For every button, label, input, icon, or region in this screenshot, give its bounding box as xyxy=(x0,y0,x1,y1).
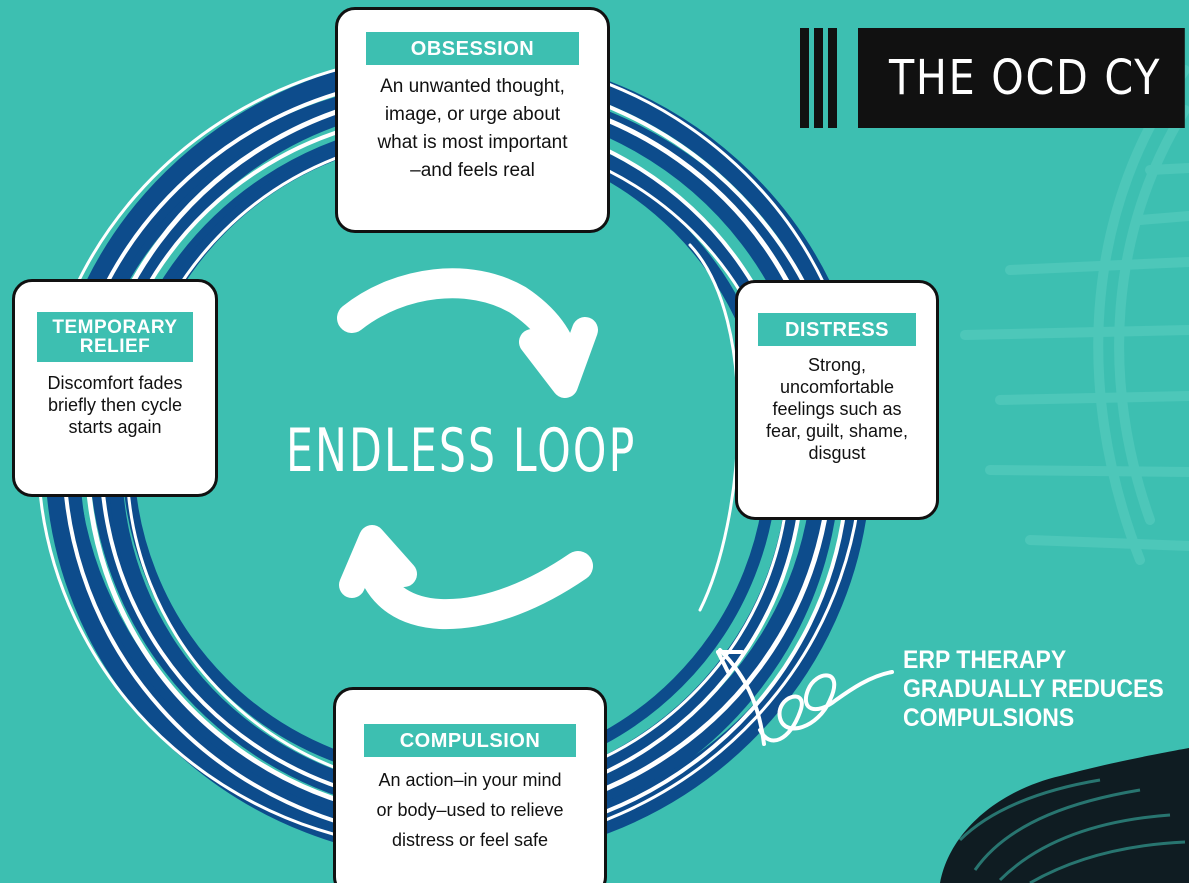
erp-curl-arrow-icon xyxy=(716,648,894,746)
card-relief-text: Discomfort fades briefly then cycle star… xyxy=(15,372,215,438)
card-line: starts again xyxy=(68,417,162,437)
card-obsession-label: OBSESSION xyxy=(366,32,579,65)
texture-blob xyxy=(940,748,1189,883)
card-line: briefly then cycle xyxy=(47,395,183,415)
card-compulsion-label: COMPULSION xyxy=(364,724,576,757)
background-texture xyxy=(960,65,1189,565)
banner-stripe xyxy=(800,28,809,128)
card-line: distress or feel safe xyxy=(391,830,549,850)
card-temporary-relief: TEMPORARY RELIEF Discomfort fades briefl… xyxy=(12,279,218,497)
card-obsession-text: An unwanted thought, image, or urge abou… xyxy=(338,73,607,185)
bottom-arrow-icon xyxy=(357,551,593,630)
title-banner: THE OCD CY xyxy=(800,28,1189,128)
card-compulsion: COMPULSION An action–in your mind or bod… xyxy=(333,687,607,883)
card-line: image, or urge about xyxy=(384,104,561,125)
center-label: ENDLESS LOOP xyxy=(286,416,637,486)
card-line: –and feels real xyxy=(410,160,535,181)
card-line: Strong, xyxy=(807,355,867,375)
bottom-arrow-head-icon xyxy=(339,525,417,598)
card-distress: DISTRESS Strong, uncomfortable feelings … xyxy=(735,280,939,520)
card-line: An action–in your mind xyxy=(378,770,562,790)
card-relief-label: TEMPORARY RELIEF xyxy=(37,312,193,362)
card-line: feelings such as xyxy=(772,399,902,419)
card-distress-label: DISTRESS xyxy=(758,313,916,346)
card-line: disgust xyxy=(808,443,866,463)
erp-note-line: ERP THERAPY xyxy=(903,646,1067,674)
top-arrow-head-icon xyxy=(519,317,598,398)
erp-note-line: COMPULSIONS xyxy=(903,704,1075,732)
card-relief-label-line: TEMPORARY xyxy=(52,317,178,338)
card-compulsion-text: An action–in your mind or body–used to r… xyxy=(336,765,604,855)
card-line: uncomfortable xyxy=(779,377,895,397)
card-line: Discomfort fades xyxy=(47,373,183,393)
cycle-arrows xyxy=(337,268,598,630)
card-line: what is most important xyxy=(377,132,568,153)
card-obsession: OBSESSION An unwanted thought, image, or… xyxy=(335,7,610,233)
top-arrow-icon xyxy=(337,268,580,377)
banner-stripe xyxy=(828,28,837,128)
card-line: or body–used to relieve xyxy=(376,800,564,820)
banner-stripe xyxy=(814,28,823,128)
page-title: THE OCD CY xyxy=(858,28,1185,128)
erp-note-line: GRADUALLY REDUCES xyxy=(903,675,1164,703)
card-line: fear, guilt, shame, xyxy=(765,421,909,441)
erp-therapy-note: ERP THERAPY GRADUALLY REDUCES COMPULSION… xyxy=(903,646,1164,733)
card-relief-label-line: RELIEF xyxy=(79,336,151,357)
card-line: An unwanted thought, xyxy=(380,76,565,97)
card-distress-text: Strong, uncomfortable feelings such as f… xyxy=(738,354,936,464)
